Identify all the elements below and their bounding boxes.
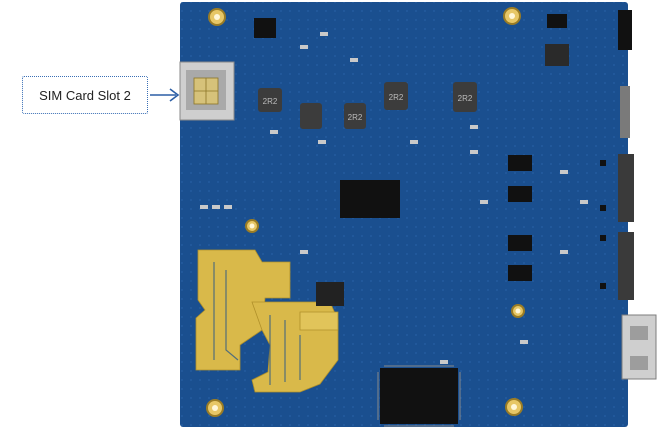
sim-card-slot-callout: SIM Card Slot 2 <box>22 76 148 114</box>
inductor-label: 2R2 <box>458 94 473 103</box>
callout-label: SIM Card Slot 2 <box>39 87 131 103</box>
passive-components <box>200 32 588 364</box>
power-inductors: 2R2 2R2 2R2 2R2 <box>258 82 477 129</box>
inductor-label: 2R2 <box>348 113 363 122</box>
inductor-label: 2R2 <box>389 93 404 102</box>
inductor-label: 2R2 <box>263 97 278 106</box>
transistor-arrays <box>508 155 606 289</box>
copper-pour <box>195 249 339 393</box>
edge-connectors <box>618 10 657 380</box>
callout-arrow <box>150 88 180 102</box>
integrated-circuits <box>254 14 569 424</box>
sim-card-slot <box>179 61 235 121</box>
